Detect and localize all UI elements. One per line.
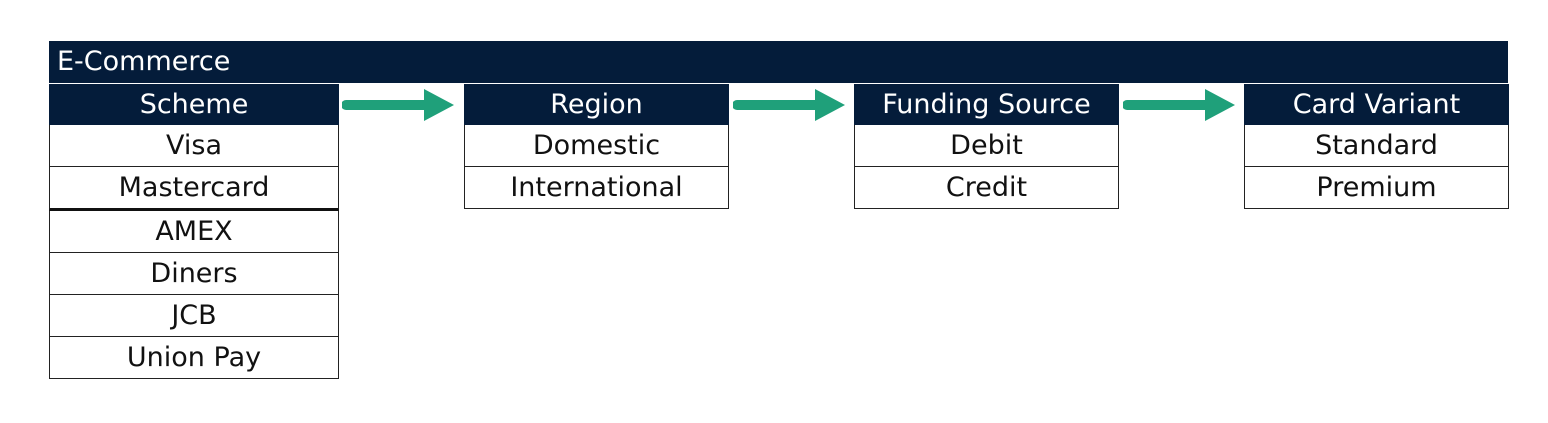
- card-variant-column: Card Variant Standard Premium: [1244, 83, 1509, 209]
- page-title: E-Commerce: [49, 41, 1508, 83]
- list-item: Visa: [49, 125, 339, 167]
- region-list: Domestic International: [464, 125, 729, 209]
- funding-source-list: Debit Credit: [854, 125, 1119, 209]
- list-item: Union Pay: [49, 337, 339, 379]
- list-item: Domestic: [464, 125, 729, 167]
- card-variant-list: Standard Premium: [1244, 125, 1509, 209]
- list-item: Diners: [49, 253, 339, 295]
- region-column: Region Domestic International: [464, 83, 729, 209]
- column-header-scheme: Scheme: [49, 83, 339, 125]
- column-header-region: Region: [464, 83, 729, 125]
- list-item: International: [464, 167, 729, 209]
- list-item: Credit: [854, 167, 1119, 209]
- right-arrow-icon: [1123, 89, 1235, 121]
- funding-source-column: Funding Source Debit Credit: [854, 83, 1119, 209]
- scheme-column: Scheme Visa Mastercard AMEX Diners JCB U…: [49, 83, 339, 379]
- column-header-card-variant: Card Variant: [1244, 83, 1509, 125]
- list-item: Mastercard: [49, 167, 339, 211]
- right-arrow-icon: [733, 89, 845, 121]
- list-item: Debit: [854, 125, 1119, 167]
- scheme-list: Visa Mastercard AMEX Diners JCB Union Pa…: [49, 125, 339, 379]
- right-arrow-icon: [342, 89, 454, 121]
- list-item: Standard: [1244, 125, 1509, 167]
- list-item: Premium: [1244, 167, 1509, 209]
- list-item: JCB: [49, 295, 339, 337]
- list-item: AMEX: [49, 211, 339, 253]
- column-header-funding-source: Funding Source: [854, 83, 1119, 125]
